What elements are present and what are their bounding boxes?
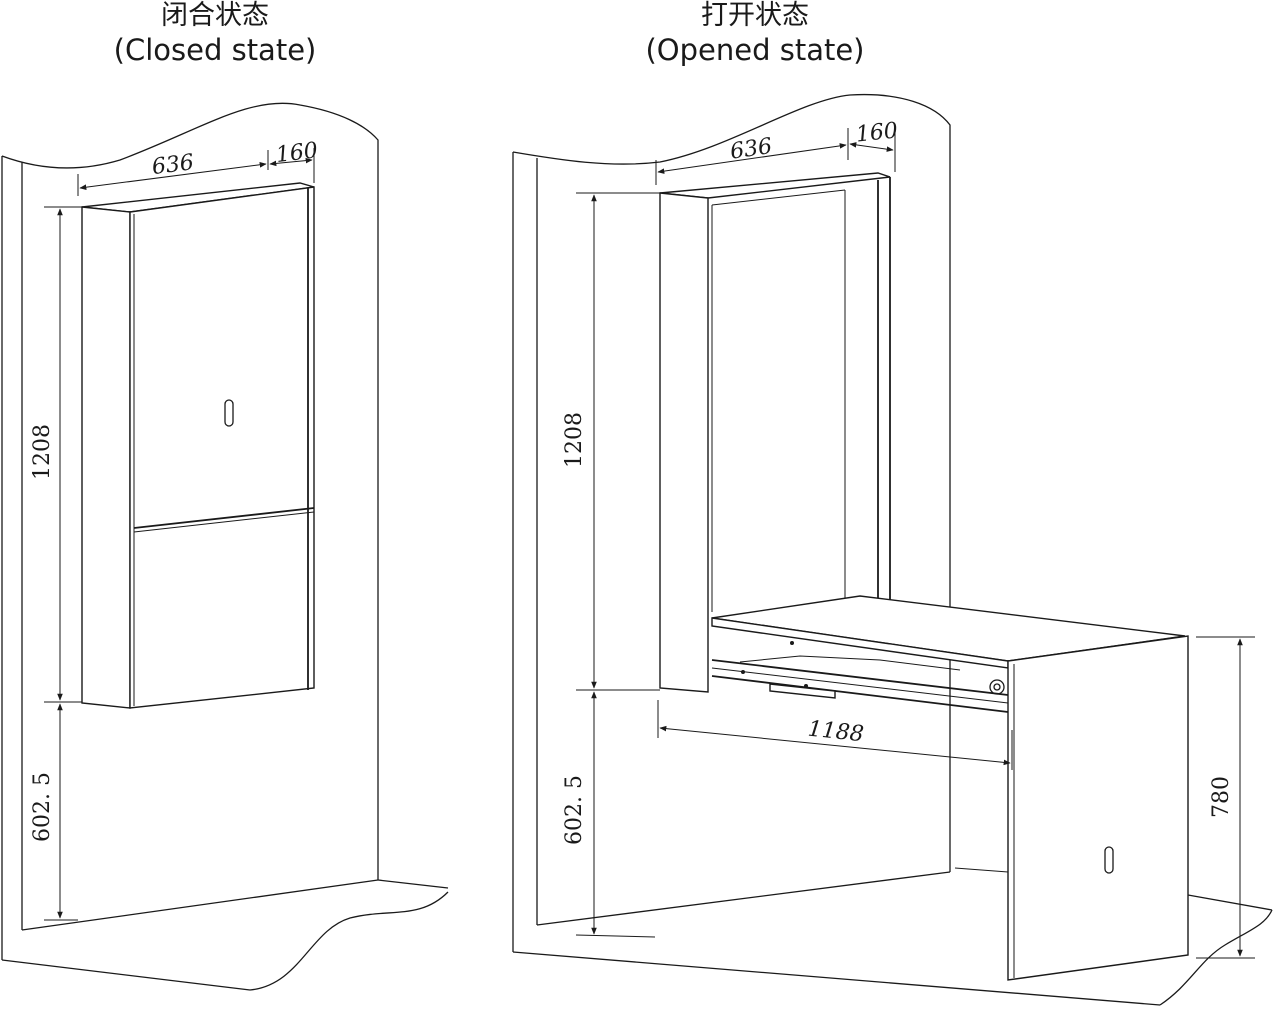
opened-table-screw-icon [790, 641, 794, 645]
closed-title-en: (Closed state) [113, 33, 317, 67]
opened-dim-1208-label: 1208 [562, 412, 587, 468]
opened-frame-top [659, 172, 891, 199]
opened-wall-outline [512, 93, 951, 872]
opened-dim-602-label: 602. 5 [562, 775, 587, 845]
opened-dim-636-label: 636 [729, 134, 774, 165]
opened-rail-bracket [769, 683, 836, 699]
closed-cabinet-side [81, 206, 131, 709]
opened-dim-602-ext-bottom [575, 934, 656, 938]
closed-panel-split [133, 507, 315, 529]
closed-floor-curve [249, 891, 449, 991]
opened-hinge-wheel-hub-icon [993, 683, 1001, 691]
closed-state-drawing: 636 160 1208 602. 5 [1, 102, 449, 991]
closed-wall-outline [1, 102, 379, 880]
opened-state-drawing: 636 160 1208 602. 5 1188 780 [512, 93, 1273, 1006]
opened-dim-636-line [657, 143, 847, 174]
closed-floor-front [1, 959, 251, 991]
opened-dim-160-label: 160 [855, 118, 899, 147]
opened-handle-icon [1104, 846, 1114, 874]
opened-dim-780-label: 780 [1209, 776, 1234, 818]
opened-interior-floor [954, 867, 1009, 873]
opened-dim-1188-line [659, 725, 1011, 766]
opened-dim-1188-label: 1188 [807, 717, 865, 748]
opened-floor-right [1187, 894, 1273, 911]
closed-cabinet-front [129, 186, 315, 709]
opened-floor-front [512, 951, 1161, 1006]
closed-handle-icon [224, 399, 234, 427]
opened-rail-upper [711, 659, 1009, 696]
closed-dim-160-line [269, 157, 313, 167]
closed-dim-602-label: 602. 5 [30, 772, 55, 842]
opened-bracket-screw-icon [804, 684, 808, 688]
closed-dim-636-label: 636 [151, 150, 196, 180]
opened-frame-inner-top [711, 189, 846, 206]
closed-panel-split-inner [133, 511, 315, 533]
closed-floor-line [21, 879, 379, 931]
closed-dim-636-line [79, 162, 267, 190]
closed-floor-right [377, 879, 449, 889]
opened-floor-curve [1159, 909, 1273, 1006]
closed-title-cn: 闭合状态 [161, 0, 269, 31]
opened-rail-screw-icon [741, 670, 745, 674]
opened-leg-panel [1007, 635, 1189, 981]
opened-rail-support [739, 655, 961, 671]
opened-frame-left-side [659, 192, 709, 693]
closed-state-title: 闭合状态 (Closed state) [65, 0, 365, 68]
opened-rail-mid [711, 667, 1009, 704]
opened-dim-160-line [849, 142, 894, 152]
opened-rail-lower [711, 675, 1009, 713]
opened-title-cn: 打开状态 [701, 0, 809, 31]
opened-state-title: 打开状态 (Opened state) [605, 0, 905, 68]
closed-dim-160-label: 160 [275, 138, 320, 168]
opened-floor-line [536, 871, 951, 926]
opened-title-en: (Opened state) [645, 33, 865, 67]
closed-dim-1208-label: 1208 [30, 424, 55, 480]
opened-hinge-wheel-icon [989, 679, 1005, 695]
